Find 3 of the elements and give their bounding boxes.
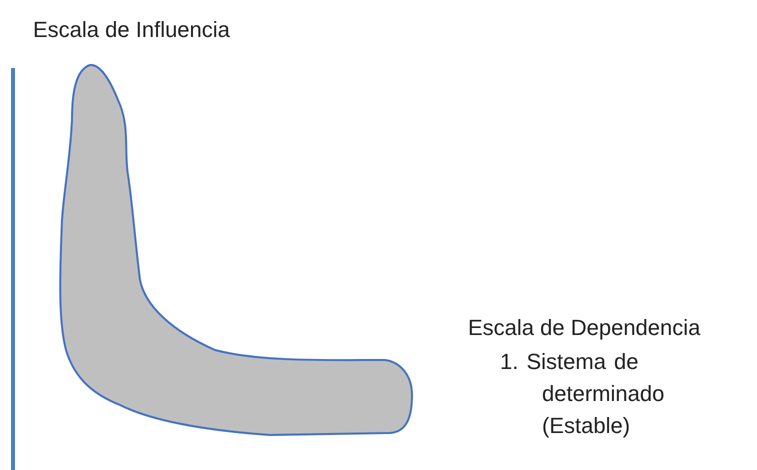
axis-title: Escala de Dependencia <box>468 314 700 342</box>
axis-title: Escala de Influencia <box>33 16 230 44</box>
list-item: 1. Sistema de determinado (Estable) <box>500 348 666 440</box>
